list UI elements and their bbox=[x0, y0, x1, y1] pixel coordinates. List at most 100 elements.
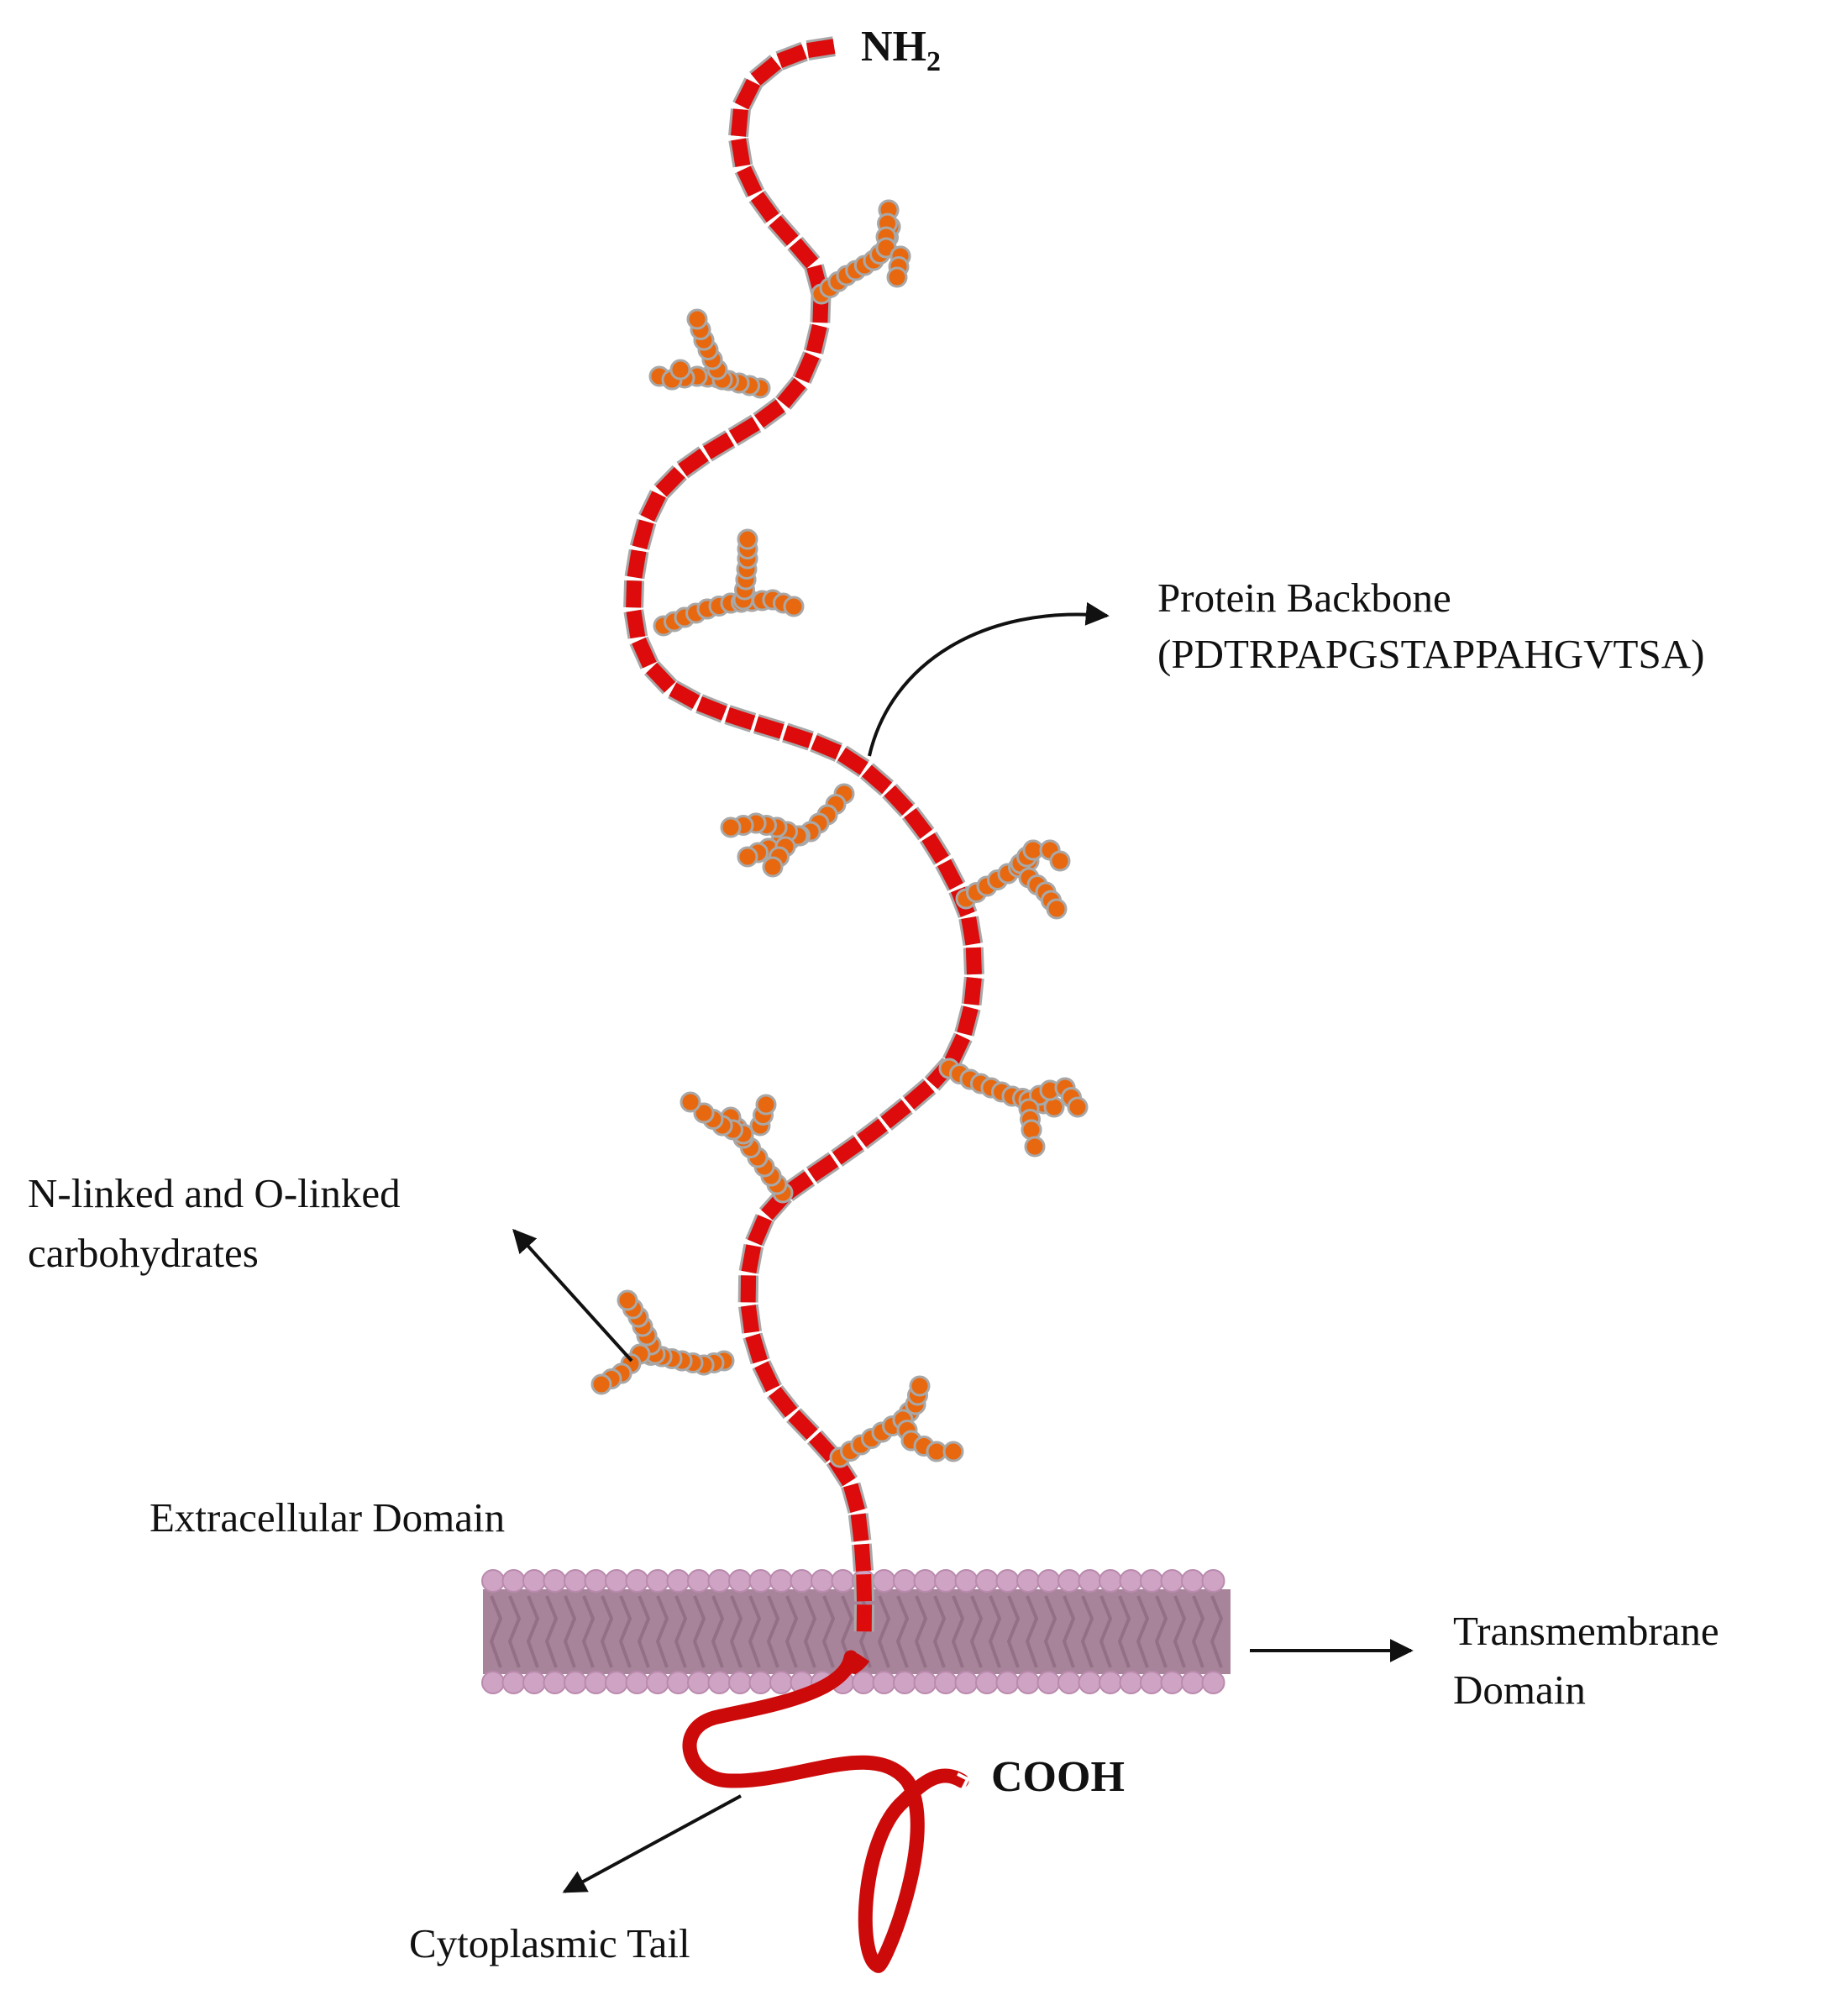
lipid-tail bbox=[507, 1595, 522, 1668]
lipid-head bbox=[1119, 1569, 1143, 1593]
lipid-head bbox=[522, 1569, 546, 1593]
lipid-head bbox=[728, 1569, 752, 1593]
lipid-tail bbox=[932, 1595, 947, 1668]
glycan-branch bbox=[955, 839, 1071, 920]
backbone-segment bbox=[754, 399, 785, 428]
backbone-segment bbox=[632, 637, 657, 669]
lipid-head bbox=[646, 1671, 669, 1694]
lipid-tail bbox=[877, 1595, 891, 1668]
lipid-head bbox=[707, 1569, 732, 1593]
lipid-tail bbox=[1025, 1595, 1039, 1668]
lipid-head bbox=[1160, 1569, 1184, 1593]
backbone-segment bbox=[750, 56, 781, 86]
c-terminus-cap-icon bbox=[957, 1772, 970, 1790]
lipid-head bbox=[666, 1671, 690, 1694]
lipid-tail bbox=[766, 1595, 780, 1668]
transmembrane-segment bbox=[842, 1652, 870, 1676]
lipid-head bbox=[501, 1569, 526, 1593]
backbone-segment bbox=[904, 808, 932, 839]
glycan-branch bbox=[648, 308, 771, 399]
lipid-head bbox=[852, 1671, 875, 1694]
backbone-segment bbox=[626, 580, 643, 608]
backbone-segment bbox=[777, 377, 806, 408]
backbone-segment bbox=[745, 1333, 768, 1364]
lipid-tail bbox=[895, 1595, 910, 1668]
backbone-segment bbox=[729, 417, 760, 444]
sugar-residue bbox=[617, 1289, 638, 1311]
lipid-head bbox=[1078, 1671, 1102, 1694]
backbone-segment bbox=[734, 78, 761, 110]
backbone-segment bbox=[957, 1005, 979, 1036]
lipid-tail bbox=[914, 1595, 928, 1668]
lipid-head bbox=[584, 1569, 608, 1593]
lipid-tail bbox=[1006, 1595, 1021, 1668]
lipid-head bbox=[584, 1671, 608, 1694]
sugar-residue bbox=[590, 1373, 612, 1395]
lipid-head bbox=[666, 1569, 690, 1593]
lipid-head bbox=[790, 1569, 814, 1593]
lipid-tail bbox=[1136, 1595, 1150, 1668]
lipid-head bbox=[728, 1671, 752, 1694]
sugar-residue bbox=[1024, 1136, 1046, 1158]
glycan-branch bbox=[938, 1058, 1089, 1158]
backbone-segment bbox=[737, 165, 763, 197]
lipid-tail bbox=[803, 1595, 817, 1668]
lipid-tail bbox=[618, 1595, 632, 1668]
lipid-head bbox=[605, 1569, 628, 1593]
lipid-tail bbox=[563, 1595, 577, 1668]
lipid-head bbox=[1160, 1671, 1184, 1694]
backbone-segment bbox=[937, 858, 963, 890]
backbone-segment bbox=[646, 662, 676, 693]
lipid-head bbox=[543, 1671, 567, 1694]
transmembrane-label-line1: Transmembrane bbox=[1453, 1608, 1719, 1654]
sugar-residue bbox=[1046, 898, 1068, 920]
backbone-segment bbox=[807, 1153, 839, 1182]
sugar-residue bbox=[686, 308, 708, 330]
lipid-head bbox=[1099, 1671, 1122, 1694]
backbone-segment bbox=[696, 696, 727, 721]
lipid-head bbox=[934, 1671, 958, 1694]
backbone-segment bbox=[731, 138, 751, 167]
lipid-tail bbox=[526, 1595, 540, 1668]
lipid-head bbox=[934, 1569, 958, 1593]
sugar-residue bbox=[720, 816, 742, 838]
backbone-segment bbox=[963, 977, 982, 1005]
lipid-head bbox=[522, 1671, 546, 1694]
backbone-segment bbox=[961, 916, 981, 946]
lipid-head bbox=[605, 1671, 628, 1694]
lipid-head bbox=[811, 1569, 834, 1593]
lipid-tail bbox=[581, 1595, 596, 1668]
lipid-head bbox=[872, 1671, 896, 1694]
glycan-branch bbox=[590, 1289, 735, 1395]
backbone-segment bbox=[856, 1574, 873, 1602]
lipid-head bbox=[1181, 1569, 1204, 1593]
glycan-branch bbox=[829, 1375, 964, 1468]
cytoplasmic-tail-label: Cytoplasmic Tail bbox=[409, 1920, 690, 1966]
backbone-segment bbox=[632, 519, 654, 550]
lipid-head bbox=[501, 1671, 526, 1694]
glycan-branch bbox=[680, 1091, 794, 1204]
lipid-head bbox=[913, 1671, 937, 1694]
lipid-head bbox=[1140, 1671, 1163, 1694]
backbone-segment bbox=[809, 1431, 838, 1462]
lipid-head bbox=[625, 1671, 649, 1694]
backbone-segment bbox=[884, 785, 914, 816]
backbone-segment bbox=[965, 947, 982, 975]
lipid-head bbox=[481, 1569, 505, 1593]
backbone-segment bbox=[678, 448, 709, 477]
sugar-residue bbox=[693, 1102, 715, 1124]
backbone-segment bbox=[748, 1215, 773, 1246]
backbone-segment bbox=[750, 192, 779, 223]
backbone-segment bbox=[731, 108, 748, 137]
backbone-segment bbox=[904, 1080, 935, 1110]
backbone-segment bbox=[789, 238, 819, 269]
backbone-segment bbox=[769, 1386, 798, 1418]
lipid-tail bbox=[729, 1595, 743, 1668]
glycan-branches bbox=[590, 199, 1089, 1468]
backbone-segment bbox=[669, 682, 701, 709]
lipid-head bbox=[954, 1569, 979, 1593]
lipid-tail bbox=[692, 1595, 706, 1668]
sugar-residue bbox=[762, 856, 784, 878]
protein-backbone-arrow bbox=[868, 601, 1110, 757]
backbone-segment bbox=[782, 725, 813, 748]
